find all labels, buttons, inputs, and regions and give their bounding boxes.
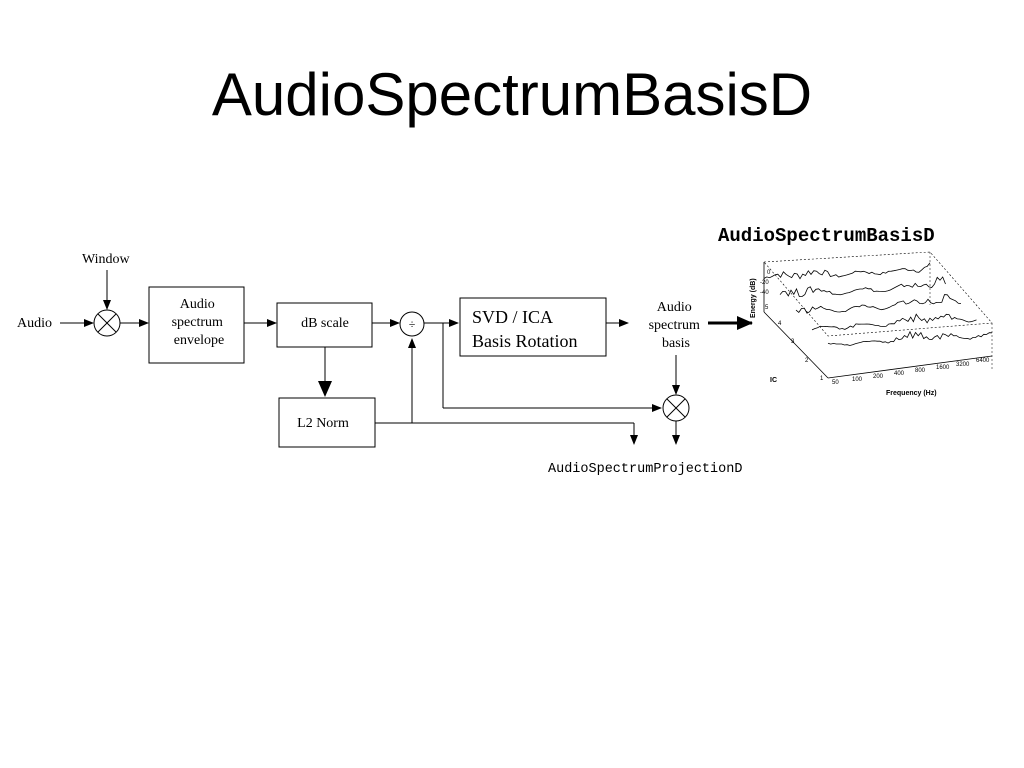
svd-ica-label: SVD / ICA Basis Rotation	[472, 307, 578, 351]
basis-output-label: Audio spectrum basis	[649, 300, 704, 351]
plot-xtick: 3200	[956, 362, 970, 368]
l2-norm-label: L2 Norm	[297, 416, 349, 431]
db-scale-box	[276, 302, 373, 348]
plot-ytick: 4	[778, 321, 782, 327]
audio-input-label: Audio	[17, 316, 52, 331]
plot-title: AudioSpectrumBasisD	[718, 225, 935, 247]
multiplier-node-projection	[662, 394, 690, 422]
plot-ytick: 3	[791, 339, 795, 345]
plot-trace-ic-3	[795, 294, 962, 314]
plot-traces	[763, 262, 993, 346]
plot-xtick: 6400	[976, 358, 990, 364]
window-input-label: Window	[82, 252, 131, 267]
plot-xtick: 400	[894, 371, 905, 377]
db-scale-label: dB scale	[301, 316, 349, 331]
plot-trace-ic-1	[827, 330, 993, 346]
multiplier-node-window	[93, 309, 121, 337]
plot-xtick: 100	[852, 377, 863, 383]
plot-ztick: 0	[767, 270, 771, 276]
envelope-box	[148, 286, 245, 364]
plot-y-axis	[763, 311, 829, 379]
projection-output-label: AudioSpectrumProjectionD	[548, 462, 742, 477]
plot-xtick: 800	[915, 368, 926, 374]
envelope-label: Audio spectrum envelope	[172, 297, 227, 348]
plot-ztick: -20	[760, 280, 769, 286]
l2-norm-box	[278, 397, 376, 448]
basis-plot: Energy (dB) 0 -20 -40 1 2 3 4 5 IC 50 10…	[750, 251, 993, 397]
divide-node: ÷	[399, 311, 425, 337]
plot-ytick: 1	[820, 376, 824, 382]
plot-x-axis	[827, 355, 993, 379]
plot-xtick: 50	[832, 380, 839, 386]
plot-xtick: 1600	[936, 365, 950, 371]
plot-ytick: 5	[765, 305, 769, 311]
page-title: AudioSpectrumBasisD	[211, 61, 813, 128]
plot-ytick: 2	[805, 358, 809, 364]
svg-text:÷: ÷	[409, 317, 416, 331]
plot-trace-ic-2	[811, 313, 977, 331]
plot-xlabel: Frequency (Hz)	[886, 390, 937, 397]
plot-xtick: 200	[873, 374, 884, 380]
plot-trace-ic-5	[763, 262, 931, 280]
svd-ica-box	[459, 297, 607, 357]
plot-trace-ic-4	[779, 276, 946, 297]
plot-zlabel: Energy (dB)	[750, 278, 757, 318]
plot-ylabel: IC	[770, 377, 777, 384]
plot-ztick: -40	[760, 290, 769, 296]
